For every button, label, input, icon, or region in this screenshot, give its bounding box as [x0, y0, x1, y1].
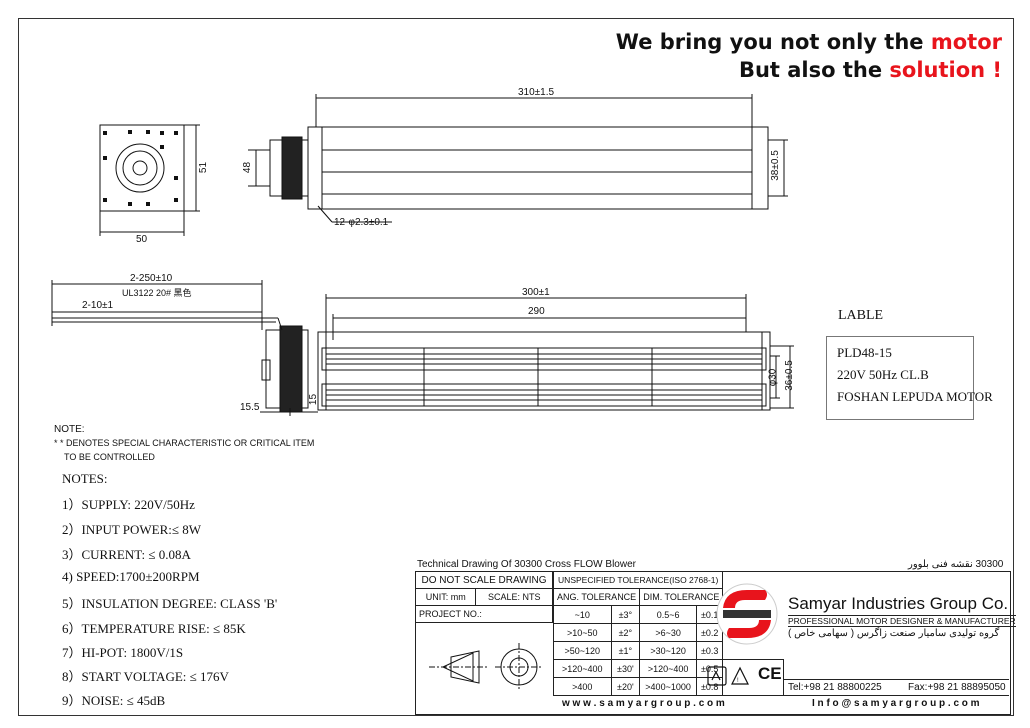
dim-51: 51 [198, 161, 210, 174]
notes-item-6: 6）TEMPERATURE RISE: ≤ 85K [62, 621, 246, 636]
slogan-line-1: We bring you not only the motor [616, 30, 1002, 54]
table-row: >400±20'>400~1000±0.8 [553, 677, 724, 696]
dim-15: 15 [308, 393, 320, 406]
drawing-border [18, 18, 1014, 716]
blower-front-view [317, 331, 771, 411]
tol-cell: ±1° [610, 641, 641, 660]
titleblock-title-en: Technical Drawing Of 30300 Cross FLOW Bl… [417, 559, 636, 570]
tol-cell: ±30' [610, 659, 641, 678]
dim-tolerance: DIM. TOLERANCE [639, 588, 724, 606]
company-name-en: Samyar Industries Group Co. [788, 594, 1009, 613]
note-title: NOTE: [54, 424, 85, 435]
dim-50: 50 [136, 234, 148, 245]
table-row: >10~50±2°>6~30±0.2 [553, 623, 724, 642]
tol-cell: 0.5~6 [639, 605, 697, 624]
lable-title: LABLE [838, 308, 884, 323]
do-not-scale: DO NOT SCALE DRAWING [415, 571, 553, 589]
footer-row [553, 695, 1009, 714]
project-no-cell: PROJECT NO.: [415, 605, 553, 623]
dim-36: 36±0.5 [783, 360, 795, 391]
lable-line-2: 220V 50Hz CL.B [837, 367, 929, 382]
dim-48: 48 [242, 161, 254, 174]
unspecified-tolerance: UNSPECIFIED TOLERANCE(ISO 2768-1) [552, 571, 724, 589]
table-row: ~10±3°0.5~6±0.1 [553, 605, 724, 624]
table-row: >50~120±1°>30~120±0.3 [553, 641, 724, 660]
dim-2250: 2-250±10 [130, 273, 173, 284]
company-name-fa: گروه تولیدی سامیار صنعت زاگرس ( سهامی خا… [788, 628, 1000, 639]
dim-holes: 12-φ2.3±0.1 [334, 217, 389, 228]
contact-row [783, 679, 1009, 696]
ce-mark: CE [758, 664, 782, 683]
tol-cell: >50~120 [553, 641, 612, 660]
projection-symbol [429, 643, 543, 691]
tol-cell: ±3° [610, 605, 641, 624]
tol-cell: >6~30 [639, 623, 697, 642]
titleblock-title-fa: 30300 نقشه فنی بلوور [908, 559, 1004, 570]
dim-wire-spec: UL3122 20# 黑色 [122, 288, 192, 298]
motor-end-view [99, 124, 185, 212]
tol-cell: >400~1000 [639, 677, 697, 696]
tol-cell: >120~400 [639, 659, 697, 678]
dim-290: 290 [528, 306, 545, 317]
tol-cell: ~10 [553, 605, 612, 624]
notes-item-5: 5）INSULATION DEGREE: CLASS 'B' [62, 596, 278, 611]
tolerance-table: UNSPECIFIED TOLERANCE(ISO 2768-1) ANG. T… [552, 571, 724, 696]
dim-300: 300±1 [522, 287, 550, 298]
lable-box: PLD48-15 220V 50Hz CL.B FOSHAN LEPUDA MO… [826, 336, 993, 420]
notes-item-1: 1）SUPPLY: 220V/50Hz [62, 497, 195, 512]
tol-cell: >400 [553, 677, 612, 696]
slogan-text-1: We bring you not only the [615, 30, 931, 54]
slogan-line-2: But also the solution ! [739, 58, 1002, 82]
website-link[interactable]: w w w . s a m y a r g r o u p . c o m [562, 698, 725, 709]
slogan-text-2: But also the [738, 58, 890, 82]
ang-tolerance: ANG. TOLERANCE [552, 588, 641, 606]
tol-cell: >30~120 [639, 641, 697, 660]
slogan-highlight-1: motor [930, 30, 1002, 54]
note-line-2: TO BE CONTROLLED [64, 452, 155, 462]
slogan-highlight-2: solution ! [889, 58, 1002, 82]
notes-item-3: 3）CURRENT: ≤ 0.08A [62, 547, 191, 562]
tol-cell: ±2° [610, 623, 641, 642]
tol-cell: ±20' [610, 677, 641, 696]
company-logo-icon [716, 583, 778, 645]
dim-155: 15.5 [240, 402, 260, 413]
svg-text:!: ! [737, 678, 739, 684]
notes-item-7: 7）HI-POT: 1800V/1S [62, 645, 184, 660]
table-row: >120~400±30'>120~400±0.5 [553, 659, 724, 678]
notes-item-8: 8）START VOLTAGE: ≤ 176V [62, 669, 229, 684]
email-link[interactable]: I n f o @ s a m y a r g r o u p . c o m [812, 698, 980, 709]
blower-top-view [307, 126, 769, 210]
notes-item-4: 4) SPEED:1700±200RPM [62, 569, 200, 584]
dim-phi30: φ30 [767, 368, 779, 387]
company-subtitle: PROFESSIONAL MOTOR DESIGNER & MANUFACTUR… [788, 615, 1016, 627]
dim-210: 2-10±1 [82, 300, 114, 311]
unit-cell: UNIT: mm [414, 588, 477, 606]
note-line-1: * * DENOTES SPECIAL CHARACTERISTIC OR CR… [54, 438, 315, 448]
lable-line-3: FOSHAN LEPUDA MOTOR [837, 389, 993, 404]
dim-310: 310±1.5 [518, 87, 555, 98]
lable-line-1: PLD48-15 [837, 345, 892, 360]
cert-area [701, 659, 784, 696]
certification-icons: ! [707, 666, 749, 686]
fax-text: Fax:+98 21 88895050 [908, 682, 1006, 693]
notes-item-9: 9）NOISE: ≤ 45dB [62, 693, 166, 708]
tol-cell: >120~400 [553, 659, 612, 678]
notes-title: NOTES: [62, 471, 108, 486]
scale-cell: SCALE: NTS [475, 588, 553, 606]
notes-item-2: 2）INPUT POWER:≤ 8W [62, 522, 202, 537]
tel-text: Tel:+98 21 88800225 [788, 682, 882, 693]
dim-38: 38±0.5 [769, 150, 781, 181]
tol-cell: >10~50 [553, 623, 612, 642]
